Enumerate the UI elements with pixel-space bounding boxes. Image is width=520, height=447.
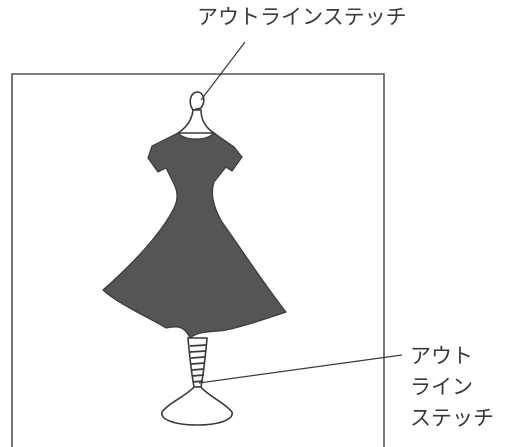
mannequin-neck-icon bbox=[175, 109, 217, 134]
outline-stitch-label-bottom: アウト ライン ステッチ bbox=[410, 341, 494, 434]
dress-silhouette bbox=[102, 132, 287, 339]
bottom-leader-line bbox=[198, 354, 403, 384]
mannequin-base-icon bbox=[161, 386, 233, 426]
bottom-label-line-1: アウト bbox=[410, 344, 473, 368]
bottom-label-line-3: ステッチ bbox=[410, 406, 494, 430]
top-leader-line bbox=[200, 41, 246, 101]
outline-stitch-label-top: アウトラインステッチ bbox=[197, 5, 407, 29]
stitch-lines bbox=[189, 344, 207, 383]
hanger-hook-icon bbox=[189, 91, 205, 111]
embroidery-frame bbox=[11, 73, 385, 447]
bottom-label-line-2: ライン bbox=[410, 375, 473, 399]
